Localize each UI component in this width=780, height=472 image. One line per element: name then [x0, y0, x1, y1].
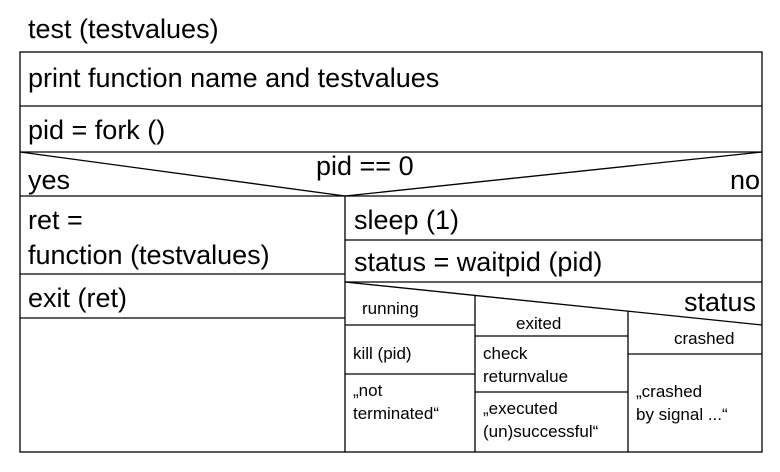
case-crashed-label: crashed — [674, 329, 734, 348]
not-terminated-message-line2: terminated“ — [353, 404, 439, 423]
check-returnvalue-step-line2: returnvalue — [483, 367, 568, 386]
crashed-message-line2: by signal ...“ — [636, 405, 728, 424]
kill-step: kill (pid) — [353, 344, 412, 363]
case-diagonal — [344, 281, 763, 326]
branch-no-label: no — [730, 165, 760, 195]
not-terminated-message: „not — [353, 381, 383, 400]
branch-yes-label: yes — [28, 165, 70, 195]
crashed-message: „crashed — [636, 382, 702, 401]
branch-diagonal-right — [344, 151, 763, 197]
case-running-label: running — [362, 299, 419, 318]
case-selector: status — [684, 287, 756, 317]
case-exited-label: exited — [516, 314, 561, 333]
branch-diagonal-left — [19, 151, 346, 197]
ret-assignment-call: function (testvalues) — [28, 240, 270, 270]
branch-condition: pid == 0 — [316, 151, 414, 181]
fork-step: pid = fork () — [28, 115, 165, 145]
waitpid-step: status = waitpid (pid) — [354, 247, 602, 277]
sleep-step: sleep (1) — [354, 205, 459, 235]
diagram-frame — [19, 51, 763, 453]
ret-assignment: ret = — [28, 205, 83, 235]
exit-step: exit (ret) — [28, 283, 127, 313]
function-title: test (testvalues) — [28, 14, 219, 44]
check-returnvalue-step: check — [483, 344, 528, 363]
print-step: print function name and testvalues — [28, 63, 439, 93]
executed-message-line2: (un)successful“ — [483, 422, 599, 441]
executed-message: „executed — [483, 399, 558, 418]
